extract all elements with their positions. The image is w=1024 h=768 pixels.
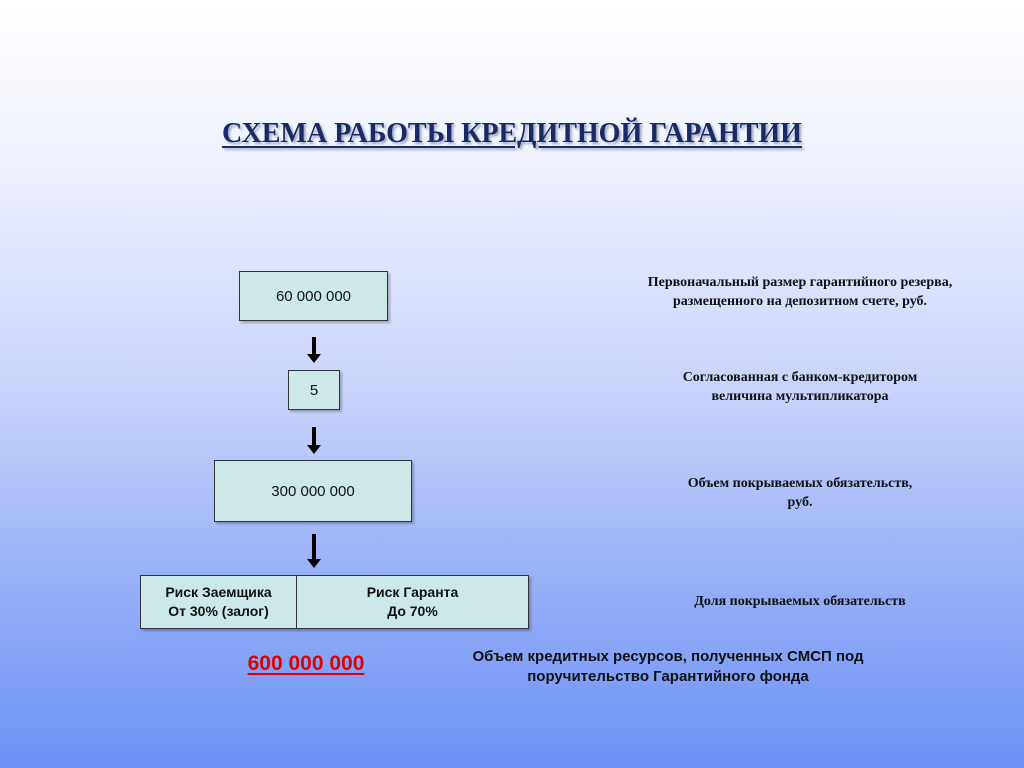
multiplier-description-line2: величина мультипликатора [711,389,889,404]
guarantor-risk-line1: Риск Гаранта [366,584,459,600]
page-title: СХЕМА РАБОТЫ КРЕДИТНОЙ ГАРАНТИИ [222,118,802,149]
coverage-value: 300 000 000 [271,482,355,500]
share-description-line1: Доля покрываемых обязательств [694,594,906,609]
multiplier-description-line1: Согласованная с банком-кредитором [682,370,918,385]
multiplier-box: 5 [288,370,340,410]
total-description: Объем кредитных ресурсов, полученных СМС… [428,647,908,687]
arrow-down-icon [307,337,321,363]
reserve-description: Первоначальный размер гарантийного резер… [600,273,1000,311]
reserve-description-line2: размещенного на депозитном счете, руб. [672,294,928,309]
reserve-box: 60 000 000 [239,271,388,321]
guarantor-risk-line2: До 70% [387,603,438,619]
total-value: 600 000 000 [247,652,365,675]
reserve-value: 60 000 000 [275,287,352,305]
guarantor-risk-cell: Риск Гаранта До 70% [297,576,528,628]
borrower-risk-line2: От 30% (залог) [168,603,269,619]
total-description-line2: поручительство Гарантийного фонда [527,668,809,685]
total-description-line1: Объем кредитных ресурсов, полученных СМС… [472,648,864,665]
multiplier-value: 5 [309,381,319,399]
coverage-description-line1: Объем покрываемых обязательств, [687,476,913,491]
arrow-down-icon [307,427,321,454]
borrower-risk-cell: Риск Заемщика От 30% (залог) [141,576,297,628]
share-description: Доля покрываемых обязательств [600,592,1000,611]
coverage-box: 300 000 000 [214,460,412,522]
arrow-down-icon [307,534,321,568]
borrower-risk-line1: Риск Заемщика [165,584,272,600]
coverage-description-line2: руб. [787,495,813,510]
multiplier-description: Согласованная с банком-кредитором величи… [600,368,1000,406]
coverage-description: Объем покрываемых обязательств, руб. [600,474,1000,512]
risk-split-box: Риск Заемщика От 30% (залог) Риск Гарант… [140,575,529,629]
reserve-description-line1: Первоначальный размер гарантийного резер… [647,275,953,290]
